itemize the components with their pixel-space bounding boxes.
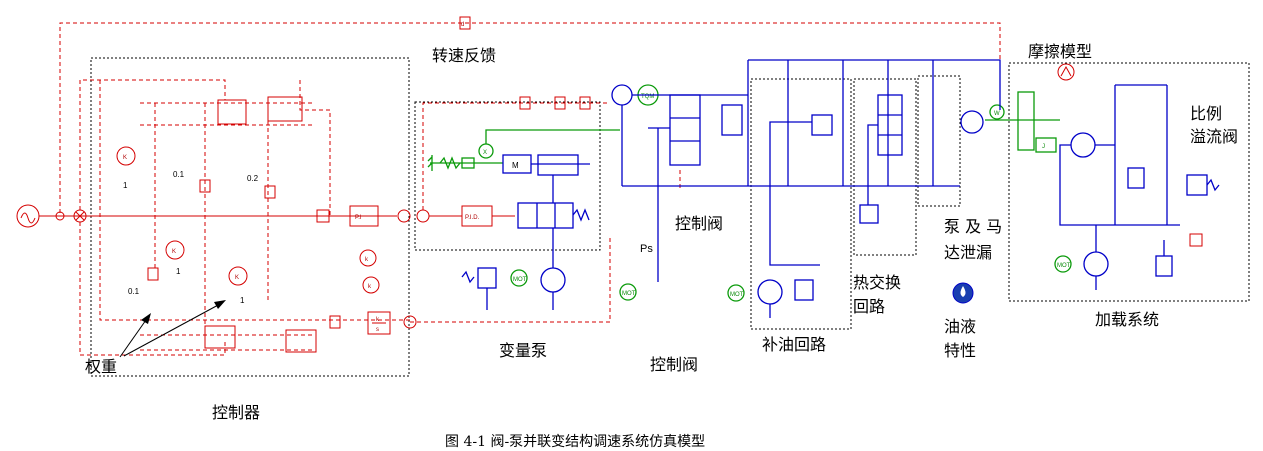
label-heat-exchange-2: 回路 <box>853 297 885 316</box>
label-oil-properties-1: 油液 <box>944 317 976 336</box>
label-control-valve-top: 控制阀 <box>675 214 723 233</box>
friction-model-icon <box>1057 63 1075 81</box>
hydraulic-network: M <box>461 59 1220 318</box>
motor-m-label: M <box>512 161 519 170</box>
gain-ka-label: k <box>365 257 369 263</box>
label-makeup-circuit: 补油回路 <box>762 335 826 354</box>
controller-value-0-1a: 0.1 <box>173 170 185 179</box>
pid-block-label: P.I.D. <box>465 215 480 221</box>
loading-system-box <box>1008 62 1250 302</box>
label-proportional-relief-1: 比例 <box>1190 104 1222 123</box>
heat-exchange-box <box>853 78 917 256</box>
label-pump-motor-leak-1: 泵 及 马 <box>944 217 1002 236</box>
mot1-label: MOT <box>513 277 527 283</box>
w-sensor-label: W <box>994 111 1000 117</box>
inertia-j-label: J <box>1042 144 1045 150</box>
gain-k1-label: K <box>123 155 127 161</box>
mot4-label: MOT <box>1057 263 1071 269</box>
label-oil-properties-2: 特性 <box>944 341 976 360</box>
leakage-box <box>917 75 961 207</box>
label-speed-feedback: 转速反馈 <box>432 46 496 65</box>
figure-caption: 图 4-1 阀-泵并联变结构调速系统仿真模型 <box>445 434 705 450</box>
mot2-label: MOT <box>622 291 636 297</box>
mot3-label: MOT <box>730 292 744 298</box>
proportional-relief-signal-icon <box>1189 233 1203 247</box>
gain-kb-label: k <box>368 284 372 290</box>
controller-value-0-2: 0.2 <box>247 174 259 183</box>
label-control-valve-bottom: 控制阀 <box>650 355 698 374</box>
label-loading-system: 加载系统 <box>1095 310 1159 329</box>
variable-pump-box <box>414 101 601 251</box>
label-weight: 权重 <box>85 357 117 376</box>
controller-value-1: 1 <box>123 181 128 190</box>
gain-k3-label: K <box>235 275 239 281</box>
integrator-den: s <box>376 327 379 333</box>
x-sensor-label: X <box>483 150 487 156</box>
delay-block-label: d <box>461 22 464 28</box>
label-proportional-relief-2: 溢流阀 <box>1190 127 1238 146</box>
controller-value-1c: 1 <box>240 296 245 305</box>
controller-value-0-1b: 0.1 <box>128 287 140 296</box>
signal-network: d K K K <box>16 16 1001 356</box>
label-pump-motor-leak-2: 达泄漏 <box>944 243 992 262</box>
label-friction-model: 摩擦模型 <box>1028 42 1092 61</box>
controller-value-1b: 1 <box>176 267 181 276</box>
integrator-num: k <box>376 317 380 323</box>
label-controller: 控制器 <box>212 403 260 422</box>
tqm-label: TQM <box>641 94 654 100</box>
gain-k2-label: K <box>172 249 176 255</box>
controller-box <box>90 57 410 377</box>
weight-arrows <box>119 300 226 358</box>
label-heat-exchange-1: 热交换 <box>853 273 901 292</box>
pi-block-label: P.I <box>355 215 362 221</box>
label-variable-pump: 变量泵 <box>499 341 547 360</box>
mechanical-network: X TQM MOT MOT MOT MOT W J <box>427 84 1072 302</box>
makeup-circuit-box <box>750 78 852 330</box>
label-ps: Ps <box>640 243 653 255</box>
